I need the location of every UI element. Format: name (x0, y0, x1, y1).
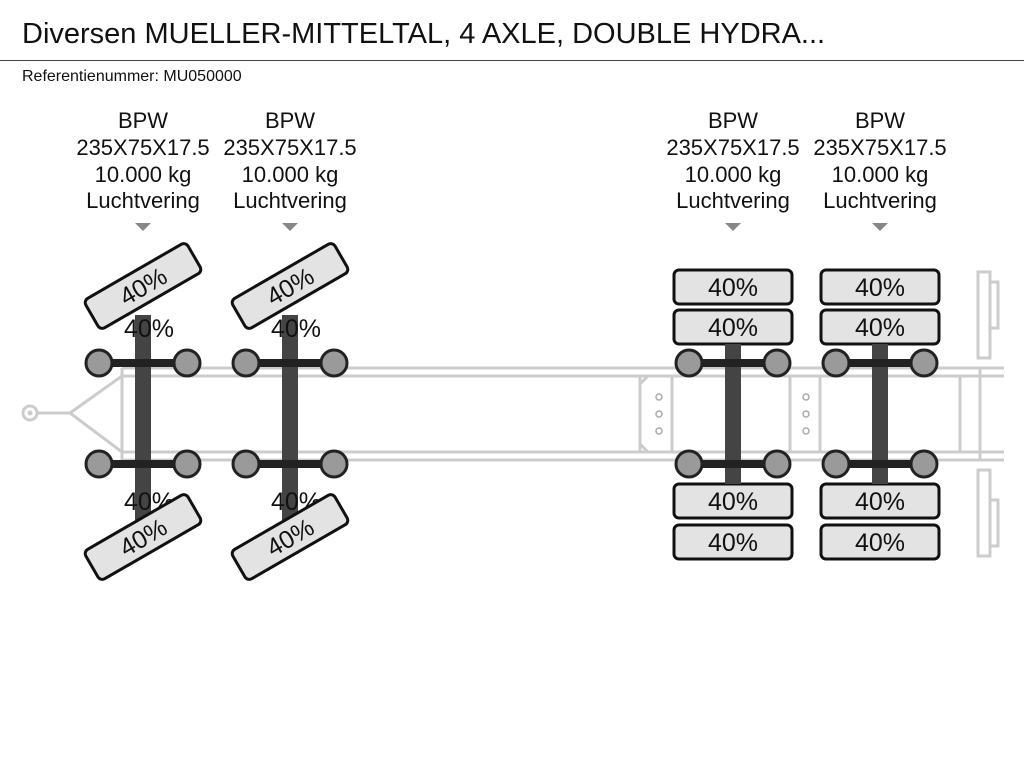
tyre-left-inner: 40% (672, 308, 794, 346)
frame-holes (655, 393, 810, 435)
wheel-hub (821, 348, 851, 378)
page-title: Diversen MUELLER-MITTELTAL, 4 AXLE, DOUB… (22, 18, 826, 50)
axle-suspension: Luchtvering (676, 188, 790, 213)
axle-tyre-size: 235X75X17.5 (813, 135, 946, 160)
tyre-right-inner-label: 40% (855, 488, 905, 516)
wheel-hub (674, 449, 704, 479)
axle-marker (872, 223, 888, 231)
wheel-hub (231, 348, 261, 378)
tyre-right-inner: 40% (672, 482, 794, 520)
wheel-hub (319, 449, 349, 479)
axle-brand: BPW (855, 108, 905, 133)
tyre-right-outer: 40% (819, 523, 941, 561)
wheel-hub (674, 348, 704, 378)
tyre-right-outer: 40% (672, 523, 794, 561)
axle-suspension: Luchtvering (233, 188, 347, 213)
wheel-hub (319, 348, 349, 378)
tyre-right-inner-label: 40% (708, 488, 758, 516)
axle-marker (725, 223, 741, 231)
axle-brand: BPW (708, 108, 758, 133)
tyre-left-inner-label: 40% (124, 315, 174, 343)
wheel-hub (762, 348, 792, 378)
crossbar (97, 460, 189, 468)
wheel-hub (172, 449, 202, 479)
crossbar (834, 359, 926, 367)
axle-beam (872, 344, 888, 484)
reference-number: Referentienummer: MU050000 (22, 68, 242, 85)
tyre-left-inner-label: 40% (855, 314, 905, 342)
axle-brand: BPW (265, 108, 315, 133)
wheel-hub (172, 348, 202, 378)
wheel-hub (84, 449, 114, 479)
axle-tyre-size: 235X75X17.5 (223, 135, 356, 160)
tyre-right-outer-label: 40% (708, 529, 758, 557)
axle-capacity: 10.000 kg (832, 162, 929, 187)
tyre-left-outer: 40% (672, 268, 794, 306)
title-divider (0, 60, 1024, 61)
wheel-hub (84, 348, 114, 378)
axle-brand: BPW (118, 108, 168, 133)
axle-marker (135, 223, 151, 231)
rear-end (958, 368, 982, 460)
wheel-hub (821, 449, 851, 479)
tyre-left-outer-label: 40% (708, 274, 758, 302)
axle-marker (282, 223, 298, 231)
tyre-right-outer-label: 40% (855, 529, 905, 557)
wheel-hub (909, 449, 939, 479)
axle-tyre-size: 235X75X17.5 (76, 135, 209, 160)
drawbar (36, 374, 123, 454)
axle-capacity: 10.000 kg (95, 162, 192, 187)
tyre-left-inner-label: 40% (271, 315, 321, 343)
axle-suspension: Luchtvering (823, 188, 937, 213)
frame-rails (120, 366, 1004, 462)
tyre-left-inner: 40% (819, 308, 941, 346)
rear-light-bottom (976, 468, 992, 558)
tyre-left-outer-label: 40% (855, 274, 905, 302)
wheel-hub (231, 449, 261, 479)
tyre-left-inner-label: 40% (708, 314, 758, 342)
crossbar (244, 460, 336, 468)
axle-assembly (84, 315, 202, 520)
crossbar (687, 359, 779, 367)
axle-capacity: 10.000 kg (242, 162, 339, 187)
tyre-right-inner: 40% (819, 482, 941, 520)
crossbar (244, 359, 336, 367)
axle-suspension: Luchtvering (86, 188, 200, 213)
axle-tyre-size: 235X75X17.5 (666, 135, 799, 160)
crossbar (97, 359, 189, 367)
trailer-frame (21, 270, 1004, 558)
axle-beam (725, 344, 741, 484)
axle-assembly (231, 315, 349, 520)
wheel-hub (909, 348, 939, 378)
axle-capacity: 10.000 kg (685, 162, 782, 187)
wheel-hub (762, 449, 792, 479)
tyre-left-outer: 40% (819, 268, 941, 306)
rear-light-top (976, 270, 992, 360)
crossbar (687, 460, 779, 468)
crossbar (834, 460, 926, 468)
